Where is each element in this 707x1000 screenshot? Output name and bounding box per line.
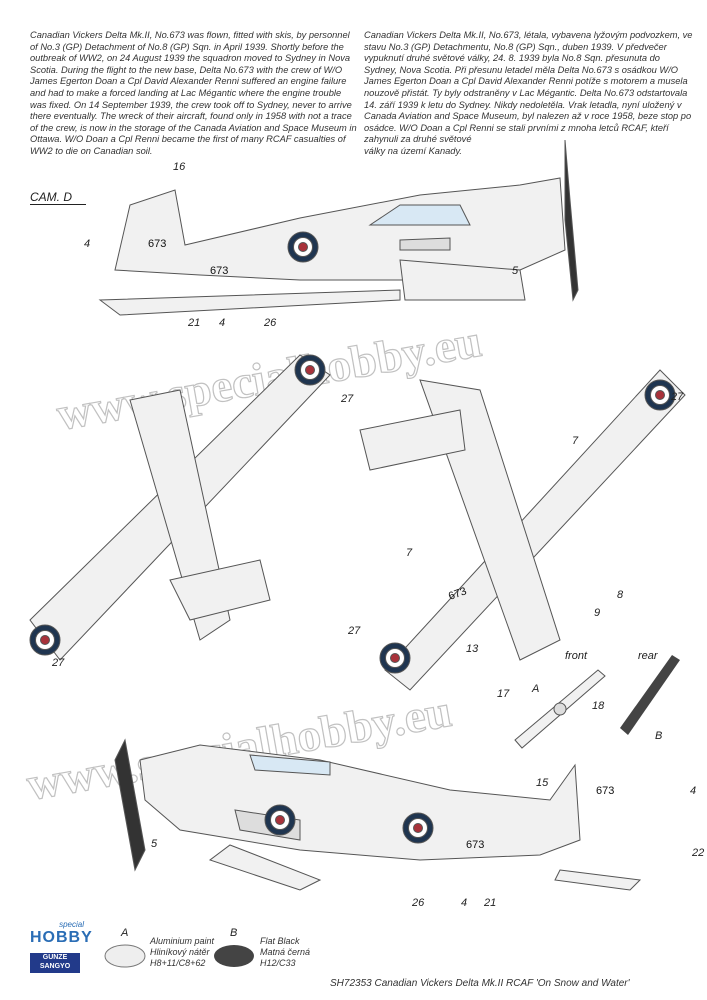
legend-a: Aluminium paint Hliníkový nátěr H8+11/C8… (150, 936, 214, 969)
propeller-rear (620, 655, 680, 735)
legend-b: Flat Black Matná černá H12/C33 (260, 936, 310, 969)
serial-tail-right: 673 (596, 785, 614, 797)
legend-b-name: Flat Black (260, 936, 300, 946)
label-front: front (565, 650, 588, 662)
camouflage-label: CAM. D (30, 190, 86, 205)
side-view-top (98, 139, 579, 316)
description-english: Canadian Vickers Delta Mk.II, No.673 was… (30, 30, 357, 156)
serial-tail: 673 (148, 238, 166, 250)
callout: 21 (187, 317, 200, 329)
color-code-b: B (655, 730, 662, 742)
logo-text-big: HOBBY (30, 929, 93, 946)
footer-title: SH72353 Canadian Vickers Delta Mk.II RCA… (330, 978, 630, 989)
callout: 15 (536, 777, 549, 789)
callout: 27 (51, 657, 65, 669)
swatch-aluminium (104, 944, 146, 968)
swatch-flat-black (214, 945, 254, 967)
legend-a-name: Aluminium paint (150, 936, 215, 946)
callout: 18 (592, 700, 605, 712)
serial-fuselage: 673 (210, 265, 228, 277)
description-czech: Canadian Vickers Delta Mk.II, No.673, lé… (364, 30, 693, 156)
callout: 9 (594, 607, 600, 619)
legend-b-name-cz: Matná černá (260, 947, 311, 957)
color-code-a: A (531, 683, 539, 695)
side-view-bottom (114, 738, 642, 891)
callout: 21 (483, 897, 496, 909)
callout: 5 (512, 265, 519, 277)
legend-a-name-cz: Hliníkový nátěr (150, 947, 210, 957)
callout: 4 (461, 897, 467, 909)
callout: 7 (406, 547, 413, 559)
callout: 4 (219, 317, 225, 329)
callout: 26 (263, 317, 277, 329)
special-hobby-logo: special HOBBY (30, 920, 92, 952)
label-rear: rear (638, 650, 659, 662)
serial-fuselage-right: 673 (466, 839, 484, 851)
callout: 7 (572, 435, 579, 447)
callout: 4 (84, 238, 90, 250)
callout: 27 (670, 391, 684, 403)
callout: 4 (690, 785, 696, 797)
callout: 22 (691, 847, 704, 859)
callout: 8 (617, 589, 624, 601)
gunze-sangyo-logo: GUNZE SANGYO (30, 953, 80, 973)
callout: 17 (497, 688, 510, 700)
plan-view-top (29, 354, 331, 661)
callout: 16 (173, 161, 186, 173)
legend-letter-b: B (230, 927, 237, 939)
legend-letter-a: A (120, 927, 128, 939)
callout: 27 (347, 625, 361, 637)
serial-underwing: 673 (447, 585, 468, 603)
plan-view-bottom (359, 369, 686, 691)
callout: 13 (466, 643, 479, 655)
callout: 27 (340, 393, 354, 405)
legend-b-codes: H12/C33 (260, 958, 296, 968)
logo-text-small: special (59, 920, 84, 929)
callout: 26 (411, 897, 425, 909)
callout: 5 (151, 838, 158, 850)
propeller-front (514, 669, 606, 749)
legend-a-codes: H8+11/C8+62 (150, 958, 206, 968)
